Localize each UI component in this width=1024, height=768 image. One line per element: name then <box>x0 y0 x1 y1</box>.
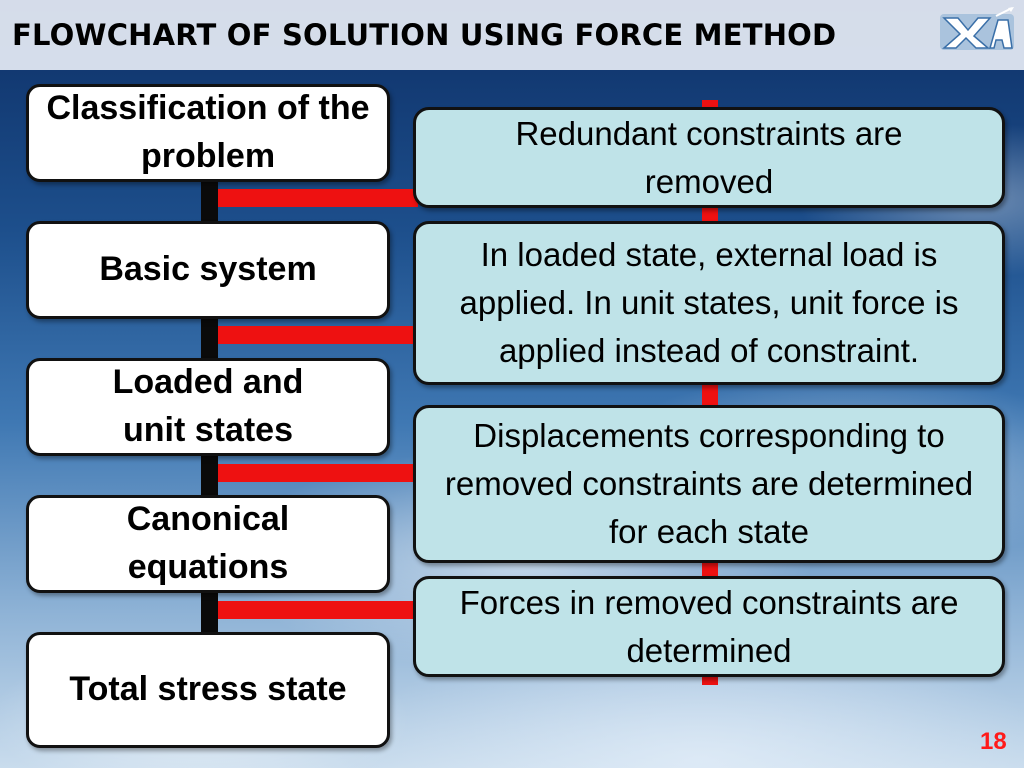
page-number: 18 <box>980 728 1007 755</box>
description-box-3: Displacements corresponding to removed c… <box>413 405 1005 563</box>
step-label: Classification of the problem <box>46 89 370 175</box>
step-box-loaded-unit-states: Loaded and unit states <box>26 358 390 456</box>
slide-title: FLOWCHART OF SOLUTION USING FORCE METHOD <box>12 18 837 52</box>
description-box-4: Forces in removed constraints are determ… <box>413 576 1005 677</box>
connector-2 <box>218 326 418 344</box>
connector-4 <box>218 601 418 619</box>
university-logo-icon <box>940 7 1014 50</box>
step-box-total-stress-state: Total stress state <box>26 632 390 748</box>
step-label: Loaded and unit states <box>112 363 304 449</box>
connector-3 <box>218 464 418 482</box>
title-bar: FLOWCHART OF SOLUTION USING FORCE METHOD <box>0 0 1024 70</box>
description-text: In loaded state, external load is applie… <box>459 236 959 369</box>
step-box-basic-system: Basic system <box>26 221 390 319</box>
description-text: Displacements corresponding to removed c… <box>444 417 974 550</box>
step-label: Basic system <box>99 250 317 289</box>
description-box-2: In loaded state, external load is applie… <box>413 221 1005 385</box>
step-label: Canonical equations <box>126 500 290 586</box>
description-box-1: Redundant constraints are removed <box>413 107 1005 208</box>
description-text: Redundant constraints are removed <box>515 114 903 200</box>
description-text: Forces in removed constraints are determ… <box>459 583 959 669</box>
step-box-classification: Classification of the problem <box>26 84 390 182</box>
connector-1 <box>218 189 418 207</box>
step-label: Total stress state <box>69 670 347 709</box>
step-box-canonical-equations: Canonical equations <box>26 495 390 593</box>
